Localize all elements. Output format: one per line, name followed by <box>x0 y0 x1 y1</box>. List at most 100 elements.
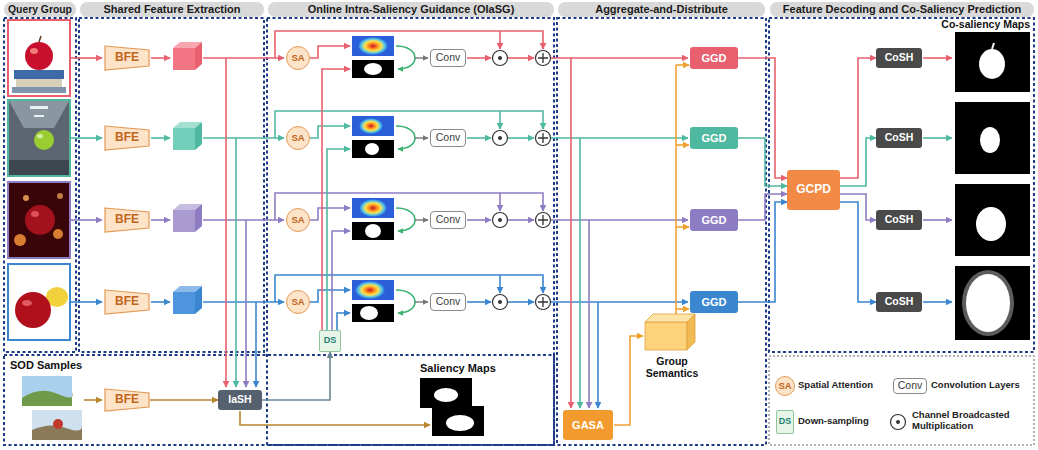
co-saliency-maps <box>955 32 1030 340</box>
node-label: BFE <box>115 213 139 226</box>
attention-circle: SA <box>775 376 795 396</box>
row-flow <box>71 111 952 158</box>
attention-circle: SA <box>286 290 310 314</box>
caption-label: Saliency Maps <box>420 362 496 375</box>
encoder-block: BFE <box>104 207 150 233</box>
legend-label: Channel Broadcasted Multiplication <box>912 410 1030 432</box>
node-label: GGD <box>701 52 726 64</box>
attention-circle: SA <box>286 46 310 70</box>
node-label: BFE <box>115 393 139 406</box>
node-label: SA <box>291 133 304 143</box>
section-header: Aggregate-and-Distribute <box>558 2 765 17</box>
encoder-block: BFE <box>104 289 150 315</box>
node-label: Conv <box>898 380 923 392</box>
caption-label: SOD Samples <box>10 359 82 372</box>
decoder-block: GGD <box>690 209 738 231</box>
node-label: CoSH <box>885 52 914 64</box>
connector <box>150 399 218 401</box>
legend-border <box>769 356 1034 445</box>
node-label: Conv <box>436 52 461 64</box>
section-header: Online Intra-Saliency Guidance (OIaSG) <box>268 2 554 17</box>
legend-item: Convolution Layers <box>931 380 1020 391</box>
node-label: GGD <box>701 214 726 226</box>
encoder-block: BFE <box>104 388 150 412</box>
panel-borders <box>4 18 1034 445</box>
aggregation-block: GASA <box>563 410 613 440</box>
connector <box>738 202 787 302</box>
node-label: Query Group <box>8 4 72 15</box>
query-images <box>8 20 70 340</box>
node-label: IaSH <box>228 394 251 406</box>
decoder-block: GGD <box>690 127 738 149</box>
sampling-block: DS <box>776 410 794 434</box>
head-block: CoSH <box>876 128 922 148</box>
node-label: CoSH <box>885 214 914 226</box>
row-flow <box>71 275 952 322</box>
connector <box>840 58 876 178</box>
row-flow <box>71 31 952 78</box>
head-block: CoSH <box>876 292 922 312</box>
conv-block: Conv <box>430 211 466 229</box>
trapezoid-outline <box>105 126 149 150</box>
connector <box>738 138 787 186</box>
connector <box>738 58 787 178</box>
node-label: DS <box>779 417 792 427</box>
section-header: Query Group <box>4 2 76 17</box>
caption-label: Group Semantics <box>630 355 714 379</box>
node-label: Conv <box>436 214 461 226</box>
node-label: SA <box>778 381 791 391</box>
connector <box>840 202 876 302</box>
head-block: CoSH <box>876 48 922 68</box>
section-header: Feature Decoding and Co-Saliency Predict… <box>770 2 1034 17</box>
node-label: SA <box>291 53 304 63</box>
legend-item: Down-sampling <box>798 416 869 427</box>
node-label: Feature Decoding and Co-Saliency Predict… <box>783 3 1021 15</box>
decoder-block: GGD <box>690 291 738 313</box>
trapezoid-outline <box>105 46 149 70</box>
node-label: GASA <box>572 419 604 431</box>
node-label: GGD <box>701 132 726 144</box>
node-label: CoSH <box>885 132 914 144</box>
legend-label: Convolution Layers <box>931 380 1020 391</box>
node-label: BFE <box>115 131 139 144</box>
conv-block: Conv <box>430 129 466 147</box>
trapezoid-outline <box>105 290 149 314</box>
sod-samples <box>22 376 82 440</box>
node-label: GGD <box>701 296 726 308</box>
legend-label: Spatial Attention <box>798 380 873 391</box>
node-label: Aggregate-and-Distribute <box>595 3 728 15</box>
conv-block: Conv <box>893 378 927 394</box>
saliency-maps <box>420 378 484 436</box>
trapezoid-outline <box>105 208 149 232</box>
decoder-block: GGD <box>690 47 738 69</box>
head-block: CoSH <box>876 210 922 230</box>
attention-circle: SA <box>286 208 310 232</box>
trapezoid-outline <box>105 389 149 411</box>
encoder-block: BFE <box>104 45 150 71</box>
node-label: DS <box>324 336 337 346</box>
group-semantics-cube <box>645 314 695 350</box>
node-label: Conv <box>436 132 461 144</box>
encoder-block: BFE <box>104 125 150 151</box>
node-label: SA <box>291 297 304 307</box>
connector <box>738 194 787 220</box>
prediction-block: GCPD <box>787 170 840 210</box>
conv-block: Conv <box>430 293 466 311</box>
connector <box>840 138 876 186</box>
node-label: Online Intra-Saliency Guidance (OIaSG) <box>308 3 515 15</box>
multiply-symbol <box>891 415 906 430</box>
legend-item: Channel Broadcasted Multiplication <box>912 410 1030 432</box>
legend-label: Down-sampling <box>798 416 869 427</box>
node-label: Shared Feature Extraction <box>104 3 241 15</box>
node-label: BFE <box>115 51 139 64</box>
head-block: IaSH <box>218 390 262 410</box>
attention-circle: SA <box>286 126 310 150</box>
shared-wires <box>84 58 689 425</box>
sampling-block: DS <box>319 330 341 352</box>
node-label: Conv <box>436 296 461 308</box>
connector <box>262 352 330 400</box>
section-header: Shared Feature Extraction <box>80 2 264 17</box>
legend-item: Spatial Attention <box>798 380 873 391</box>
node-label: SA <box>291 215 304 225</box>
